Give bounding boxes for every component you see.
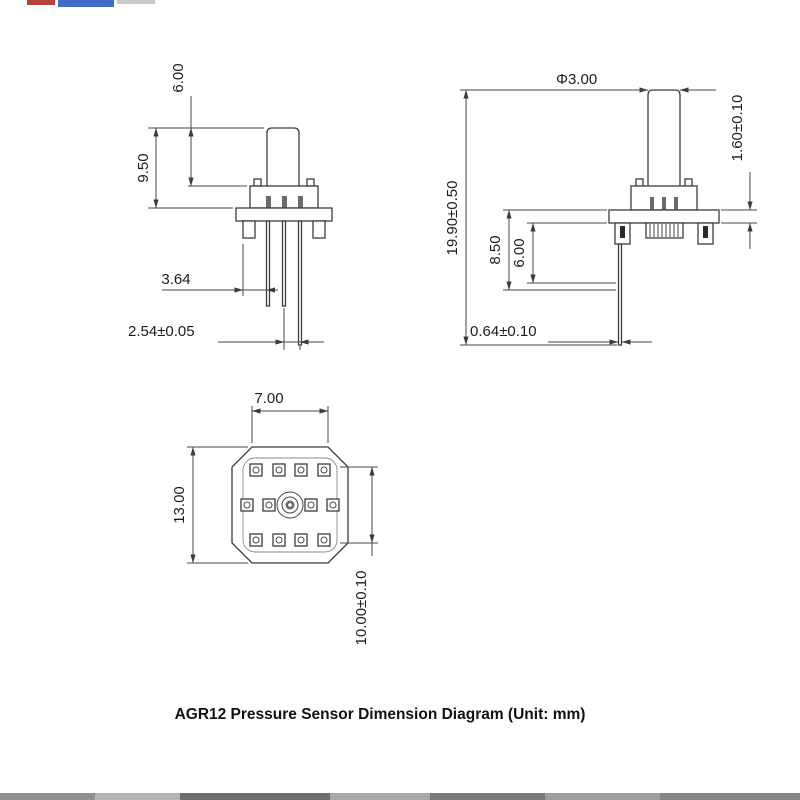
dim-label-bottom-body-height: 13.00 xyxy=(171,486,188,524)
side-view-part xyxy=(608,89,720,346)
dim-label-side-b: 6.00 xyxy=(511,238,528,267)
dim-label-side-a: 8.50 xyxy=(487,235,504,264)
dim-front-tube-height: 6.00 xyxy=(148,63,264,187)
bottom-view-part xyxy=(231,446,349,564)
cropped-top-fragment-red xyxy=(27,0,55,5)
dim-side-a: 8.50 xyxy=(487,209,616,291)
strip-segment xyxy=(180,793,330,800)
dim-label-bottom-row-spacing: 10.00±0.10 xyxy=(353,571,370,646)
dim-label-bottom-top-width: 7.00 xyxy=(254,390,283,407)
strip-segment xyxy=(660,793,800,800)
dim-side-flange-thickness: 1.60±0.10 xyxy=(721,95,757,249)
dim-side-total-height: 19.90±0.50 xyxy=(444,89,647,346)
figure-caption: AGR12 Pressure Sensor Dimension Diagram … xyxy=(174,706,586,723)
dim-label-front-head-height: 9.50 xyxy=(135,153,152,182)
dim-front-pin-pitch: 2.54±0.05 xyxy=(128,308,324,350)
side-view: Φ3.00 19.90±0.50 8.50 xyxy=(444,71,757,346)
strip-segment xyxy=(330,793,430,800)
front-view-part xyxy=(235,127,333,346)
dim-label-side-flange-thickness: 1.60±0.10 xyxy=(729,95,746,162)
dim-bottom-top-width: 7.00 xyxy=(251,390,329,443)
dim-side-b: 6.00 xyxy=(511,222,616,284)
strip-segment xyxy=(95,793,180,800)
strip-segment xyxy=(545,793,660,800)
front-view: 6.00 9.50 3.64 xyxy=(128,63,333,350)
dim-side-port-diameter: Φ3.00 xyxy=(556,71,716,93)
dim-label-front-pin-offset: 3.64 xyxy=(161,271,190,288)
dim-label-side-pin-width: 0.64±0.10 xyxy=(470,323,537,340)
dim-front-head-height: 9.50 xyxy=(135,127,233,209)
dim-bottom-row-spacing: 10.00±0.10 xyxy=(340,466,378,646)
bottom-view: 7.00 13.00 10.00±0.10 xyxy=(171,390,378,645)
cropped-top-fragment-gray xyxy=(117,0,155,4)
cropped-content-strip xyxy=(0,793,800,800)
strip-segment xyxy=(430,793,545,800)
cropped-top-fragment-blue xyxy=(58,0,114,7)
dim-side-pin-width: 0.64±0.10 xyxy=(470,323,652,345)
dim-front-pin-offset: 3.64 xyxy=(161,244,278,296)
dim-label-front-pin-pitch: 2.54±0.05 xyxy=(128,323,195,340)
dim-bottom-body-height: 13.00 xyxy=(171,446,248,564)
dim-label-side-total-height: 19.90±0.50 xyxy=(444,181,461,256)
dim-label-front-tube-height: 6.00 xyxy=(170,63,187,92)
dim-label-side-port-diameter: Φ3.00 xyxy=(556,71,597,88)
strip-segment xyxy=(0,793,95,800)
